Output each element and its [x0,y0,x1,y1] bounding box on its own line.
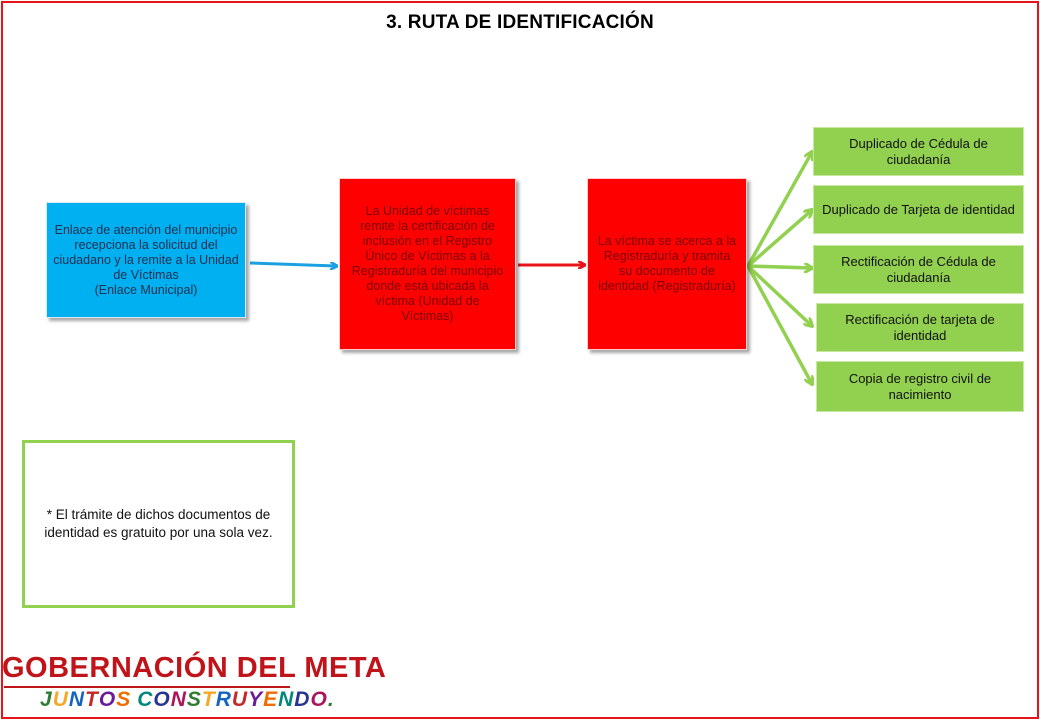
logo-sub-letter: . [327,688,335,711]
outcome-copia-registro-civil: Copia de registro civil de nacimiento [816,361,1024,412]
outcome-duplicado-cedula: Duplicado de Cédula de ciudadanía [813,127,1024,176]
node-enlace-municipal: Enlace de atención del municipio recepci… [46,202,246,318]
logo-sub-text: JUNTOS CONSTRUYENDO. [40,688,335,712]
logo-sub-letter: T [201,688,216,711]
logo-sub-letter: C [137,688,154,711]
node-registraduria: La víctima se acerca a la Registraduría … [587,178,747,350]
arrow-registraduria-to-outcome-5 [746,265,812,384]
logo-sub-letter: O [153,688,171,711]
node-unidad-victimas: La Unidad de víctimas remite la certific… [339,178,516,350]
note-box: * El trámite de dichos documentos de ide… [22,440,295,608]
logo-sub-letter: J [40,688,53,711]
arrow-registraduria-to-outcome-2 [746,210,812,268]
arrow-enlace-to-unidad [249,261,336,266]
logo-sub-letter: S [116,688,132,711]
logo-sub-letter: O [310,688,328,711]
logo-sub-letter: N [170,688,187,711]
arrow-registraduria-to-outcome-4 [746,264,812,326]
logo-underline [4,686,290,688]
logo-main-text: GOBERNACIÓN DEL META [2,652,387,684]
outcome-rectificacion-tarjeta: Rectificación de tarjeta de identidad [816,303,1024,352]
outcome-rectificacion-cedula: Rectificación de Cédula de ciudadanía [813,245,1024,294]
page-title: 3. RUTA DE IDENTIFICACIÓN [386,12,654,33]
logo-sub-letter: N [278,688,295,711]
logo-sub-letter: Y [248,688,264,711]
logo-sub-letter: U [52,688,69,711]
gobernacion-logo: GOBERNACIÓN DEL META JUNTOS CONSTRUYENDO… [2,652,386,716]
logo-sub-letter: E [263,688,279,711]
logo-sub-letter: R [215,688,232,711]
logo-sub-letter: O [98,688,117,711]
logo-sub-letter: U [231,688,249,711]
arrow-registraduria-to-outcome-3 [747,266,812,268]
logo-sub-letter: D [294,688,311,711]
logo-sub-letter: T [85,688,99,711]
arrow-registraduria-to-outcome-1 [746,152,812,267]
logo-sub-letter: N [68,688,86,711]
outcome-duplicado-tarjeta: Duplicado de Tarjeta de identidad [813,185,1024,234]
logo-sub-letter: S [186,688,202,711]
